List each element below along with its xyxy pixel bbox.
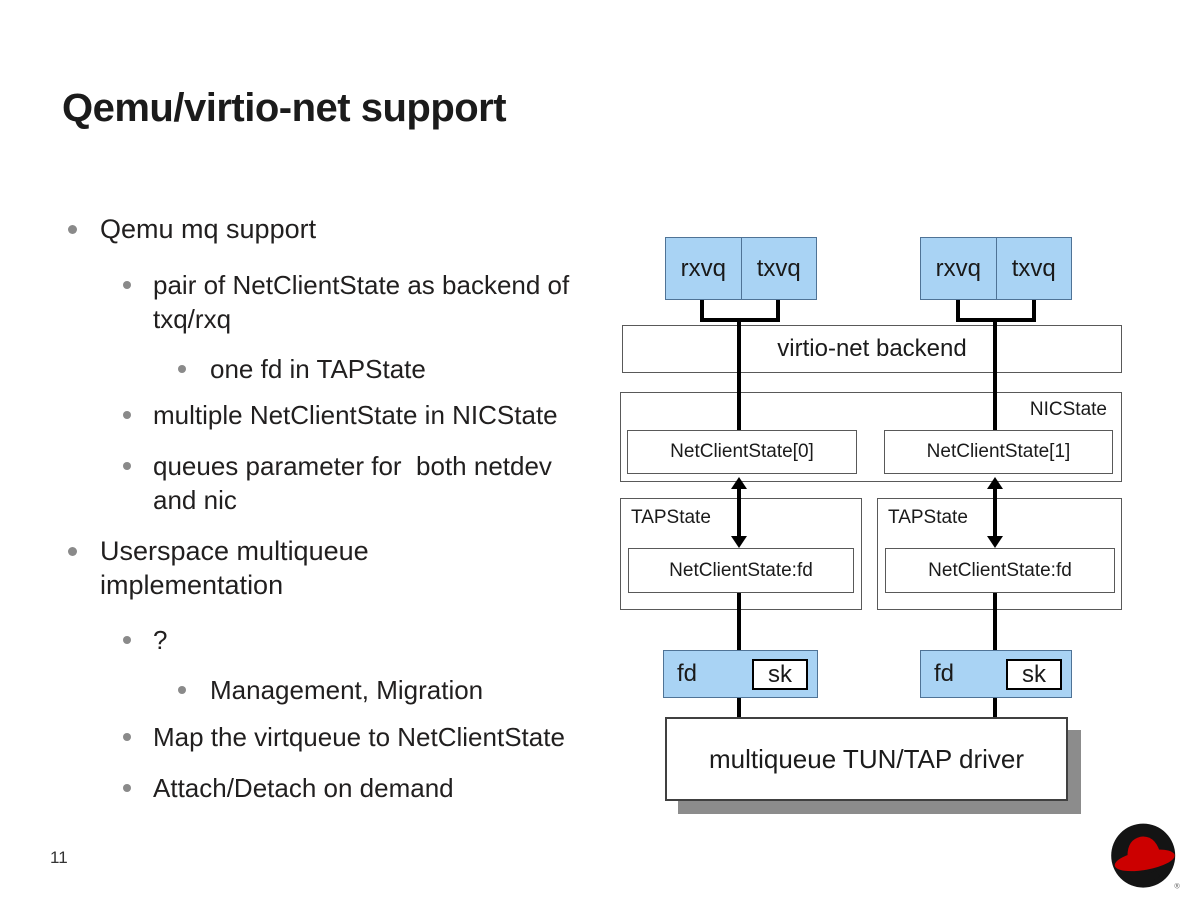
bullet-marker [123,784,131,792]
netclientstate-fd-box: NetClientState:fd [885,548,1115,593]
bullet-marker [68,225,77,234]
list-item: queues parameter for both netdev and nic [62,449,602,517]
netclientstate-fd-box: NetClientState:fd [628,548,854,593]
tapstate-label: TAPState [888,507,968,528]
bullet-text: pair of NetClientState as backend of txq… [153,270,577,334]
queue-join-bracket [700,300,780,322]
netclientstate-1-box: NetClientState[1] [884,430,1113,474]
bullet-marker [178,686,186,694]
page-title: Qemu/virtio-net support [62,86,507,130]
bullet-marker [123,281,131,289]
bullet-text: Map the virtqueue to NetClientState [153,722,565,752]
bullet-marker [178,365,186,373]
arrowhead-down-icon [987,536,1003,548]
fd-label: fd [677,660,698,687]
bullet-marker [123,462,131,470]
arrowhead-up-icon [731,477,747,489]
rxvq-cell: rxvq [666,238,742,299]
bullet-text: Attach/Detach on demand [153,773,454,803]
connector-line [993,322,997,430]
txvq-cell: txvq [756,254,801,282]
arrowhead-down-icon [731,536,747,548]
list-item: Qemu mq support [62,212,602,246]
virtio-net-backend-box: virtio-net backend [622,325,1122,373]
fd-label: fd [934,660,955,687]
bullet-text: Management, Migration [210,675,484,705]
connector-line [737,322,741,430]
tuntap-driver-box: multiqueue TUN/TAP driver [665,717,1068,801]
virtqueue-pair-box: rxvq txvq [665,237,817,300]
bullet-text: Userspace multiqueue implementation [100,536,377,600]
bullet-text: Qemu mq support [100,214,317,244]
bullet-text: one fd in TAPState [210,354,426,384]
bullet-marker [123,636,131,644]
tapstate-box: TAPState NetClientState:fd [877,498,1122,610]
netclientstate-0-box: NetClientState[0] [627,430,857,474]
tapstate-label: TAPState [631,507,711,528]
list-item: multiple NetClientState in NICState [62,398,602,432]
queue-join-bracket [956,300,1036,322]
bullet-marker [68,547,77,556]
fd-box: fd sk [663,650,818,698]
double-arrow [731,477,747,548]
double-arrow [987,477,1003,548]
rxvq-cell: rxvq [921,238,997,299]
list-item: Map the virtqueue to NetClientState [62,720,602,754]
list-item: Userspace multiqueue implementation [62,534,602,602]
list-item: one fd in TAPState [62,352,602,386]
list-item: Attach/Detach on demand [62,771,602,805]
registered-mark: ® [1174,881,1180,890]
tapstate-box: TAPState NetClientState:fd [620,498,862,610]
fd-box: fd sk [920,650,1072,698]
list-item: Management, Migration [62,673,602,707]
list-item: pair of NetClientState as backend of txq… [62,268,602,336]
bullet-marker [123,411,131,419]
sk-box: sk [1006,659,1062,690]
bullet-list: Qemu mq support pair of NetClientState a… [62,207,602,805]
virtqueue-pair-box: rxvq txvq [920,237,1072,300]
list-item: ? [62,623,602,657]
bullet-text: multiple NetClientState in NICState [153,400,558,430]
bullet-text: ? [153,625,168,655]
page-number: 11 [50,848,68,867]
txvq-cell: txvq [1011,254,1056,282]
bullet-text: queues parameter for both netdev and nic [153,451,560,515]
redhat-shadowman-logo: ® [1111,823,1180,898]
sk-box: sk [752,659,808,690]
nicstate-label: NICState [1029,399,1107,420]
arrowhead-up-icon [987,477,1003,489]
bullet-marker [123,733,131,741]
